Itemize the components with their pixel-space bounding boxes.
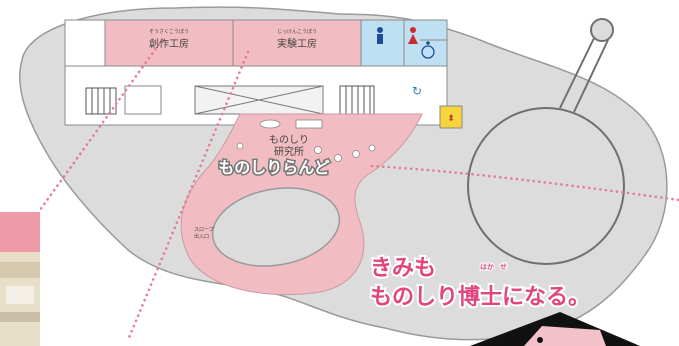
slogan-ruby-haka: はか	[480, 263, 494, 271]
room-sousaku-label: 創作工房	[149, 37, 189, 50]
room-sousaku-ruby: そうさくこうぼう	[149, 28, 189, 35]
slogan-ruby-se: せ	[500, 263, 507, 271]
hat-illustration	[470, 312, 640, 346]
monoshiri-land-title: ものしりらんど	[218, 158, 330, 177]
central-void	[211, 187, 341, 267]
round-hall	[467, 107, 625, 265]
room-jikken-label: 実験工房	[277, 37, 317, 50]
atrium-void	[194, 85, 324, 115]
slope-label-line2: 出入口	[194, 233, 209, 240]
svg-text:⬍: ⬍	[447, 114, 455, 124]
guide-lines	[38, 38, 679, 342]
wheelchair-icon	[421, 41, 435, 59]
lamp-icon	[590, 18, 614, 42]
elevator-icon	[439, 105, 463, 129]
table-icon	[236, 119, 376, 162]
stairs-icon	[85, 85, 375, 115]
lab-label-line2: 研究所	[274, 145, 304, 158]
lab-label-line1: ものしり	[269, 134, 309, 146]
female-restroom-icon	[408, 27, 418, 44]
baby-changing-icon: ↻	[412, 84, 422, 98]
room-jikken-ruby: じっけんこうぼう	[277, 28, 317, 35]
male-restroom-icon	[377, 27, 383, 44]
slope-label-line1: スロープ	[194, 227, 214, 233]
slogan-line2: ものしり博士になる。	[370, 284, 590, 310]
slogan-line1: きみも	[370, 256, 436, 281]
room-sousaku	[104, 19, 234, 67]
room-jikken	[232, 19, 362, 67]
photo-fragment	[0, 212, 40, 346]
